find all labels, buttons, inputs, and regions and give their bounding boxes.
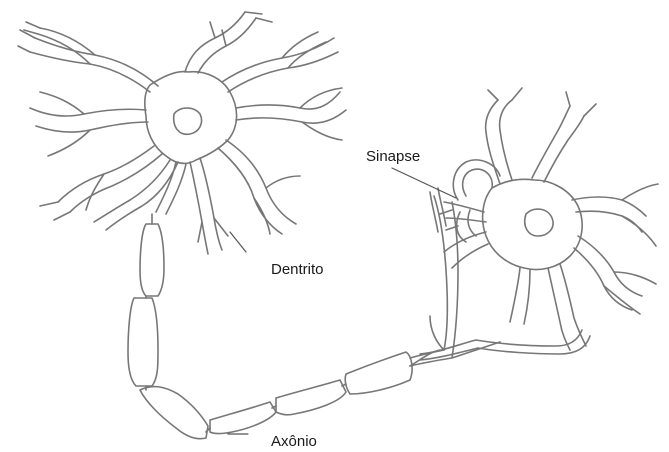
neuron-2-nucleus — [525, 209, 553, 236]
neuron-1 — [18, 12, 590, 439]
axon-core — [146, 214, 440, 432]
neuron-2 — [430, 88, 658, 350]
synapse-label: Sinapse — [366, 149, 420, 164]
axon-label: Axônio — [271, 434, 317, 449]
neuron-2-soma — [483, 179, 583, 269]
dendrite-label: Dentrito — [271, 262, 324, 277]
neuron-1-soma — [145, 72, 237, 164]
dendrite-pointer-line — [230, 232, 246, 252]
neuron-1-axon-hillock — [156, 162, 186, 214]
synapse-terminals — [430, 160, 500, 242]
synapse-pointer-line — [392, 168, 456, 198]
neuron-2-dendrites — [444, 88, 658, 350]
neuron-1-nucleus — [174, 108, 202, 134]
axon-myelin-segments — [128, 224, 412, 439]
